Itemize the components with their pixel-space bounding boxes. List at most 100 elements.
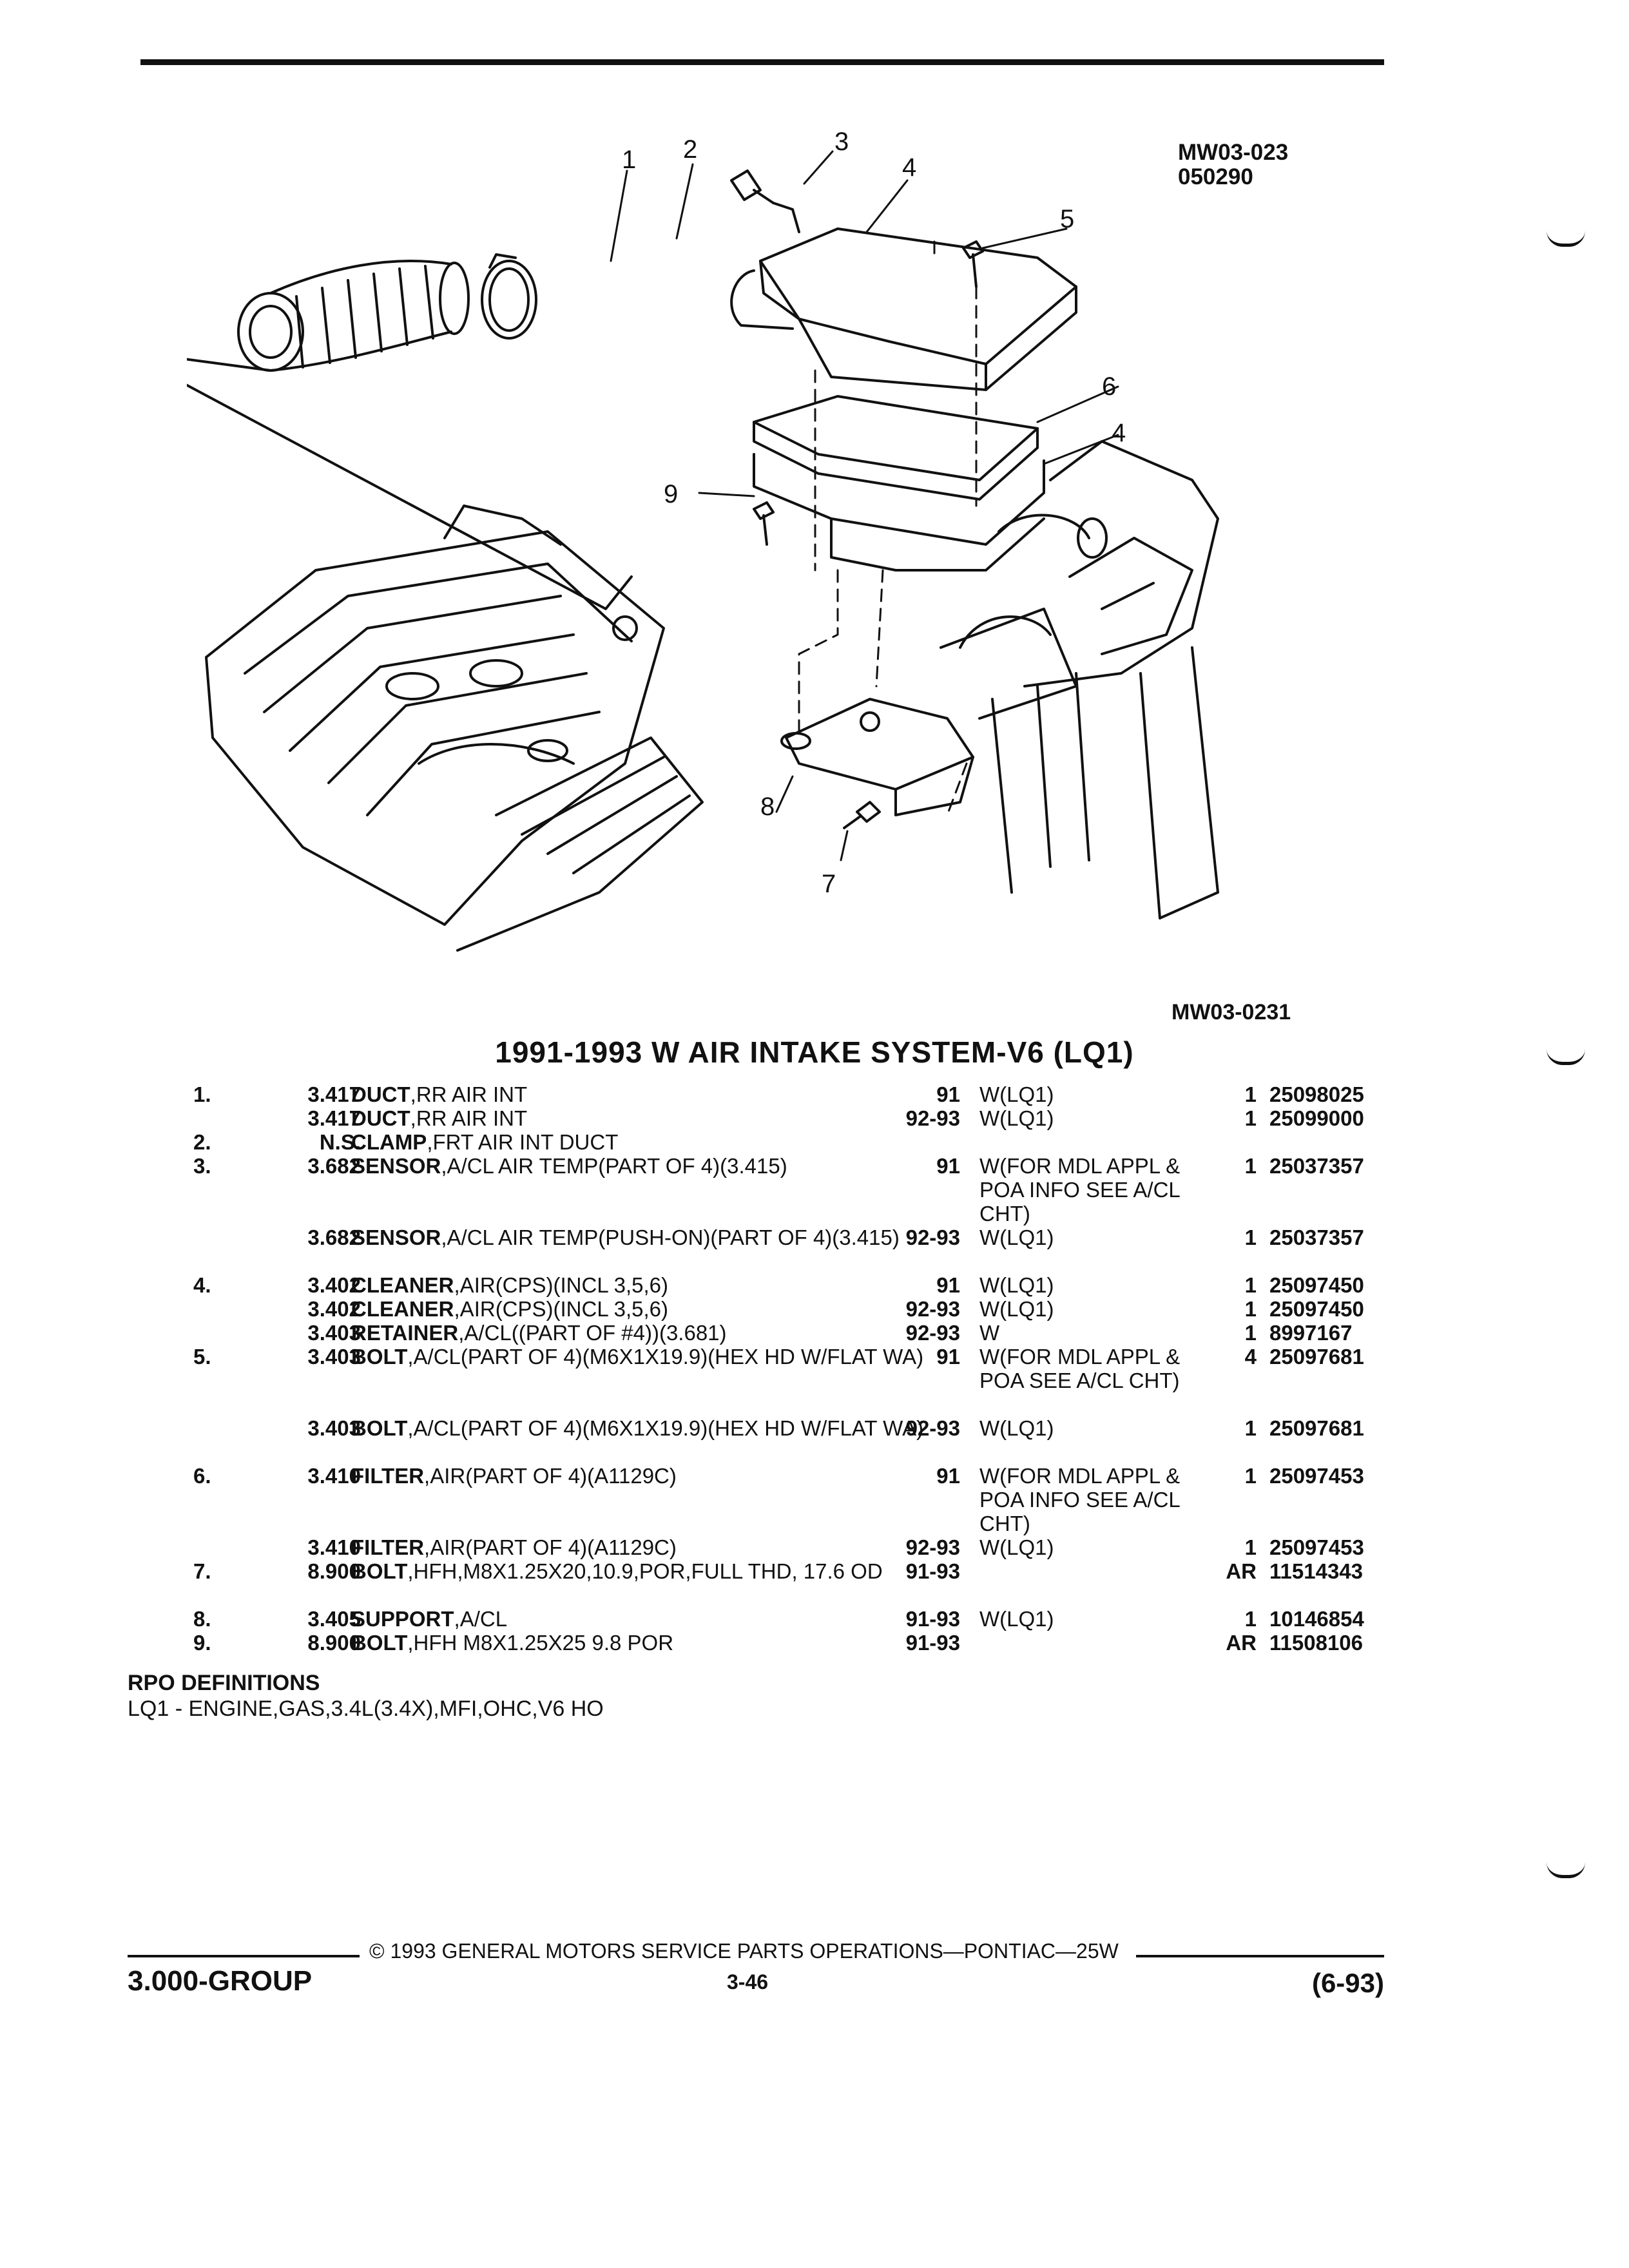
- model-years: 91: [936, 1082, 960, 1106]
- part-description: CLAMP,FRT AIR INT DUCT: [351, 1130, 1060, 1154]
- model-years: 91: [936, 1464, 960, 1488]
- item-number: 9.: [193, 1631, 211, 1655]
- part-detail: ,A/CL AIR TEMP(PUSH-ON)(PART OF 4)(3.415…: [441, 1225, 900, 1249]
- usage: W(LQ1): [979, 1297, 1054, 1321]
- usage: W(LQ1): [979, 1535, 1054, 1559]
- callout-4: 4: [902, 153, 916, 182]
- group-number: 3.405: [307, 1607, 361, 1631]
- binder-tab-mark: [1547, 1049, 1585, 1065]
- part-description: FILTER,AIR(PART OF 4)(A1129C): [351, 1464, 1060, 1488]
- part-number: 25037357: [1269, 1225, 1364, 1249]
- part-description: RETAINER,A/CL((PART OF #4))(3.681): [351, 1321, 1060, 1345]
- part-description: BOLT,HFH,M8X1.25X20,10.9,POR,FULL THD, 1…: [351, 1559, 1060, 1583]
- inlet-duct-drawing: [959, 440, 1219, 919]
- part-description: SENSOR,A/CL AIR TEMP(PART OF 4)(3.415): [351, 1154, 1060, 1178]
- footer-date: (6-93): [1311, 1968, 1384, 1998]
- group-number: 3.410: [307, 1464, 361, 1488]
- rpo-definitions: RPO DEFINITIONS LQ1 - ENGINE,GAS,3.4L(3.…: [128, 1670, 604, 1722]
- part-name: BOLT: [351, 1631, 408, 1655]
- rpo-heading: RPO DEFINITIONS: [128, 1671, 320, 1695]
- part-number: 25099000: [1269, 1106, 1364, 1130]
- part-number: 25097453: [1269, 1464, 1364, 1488]
- part-description: CLEANER,AIR(CPS)(INCL 3,5,6): [351, 1273, 1060, 1297]
- footer-copyright: © 1993 GENERAL MOTORS SERVICE PARTS OPER…: [369, 1939, 1119, 1963]
- part-detail: ,A/CL(PART OF 4)(M6X1X19.9)(HEX HD W/FLA…: [407, 1345, 924, 1369]
- footer-page-number: 3-46: [727, 1970, 769, 1994]
- callout-5: 5: [1060, 205, 1074, 233]
- model-years: 91: [936, 1154, 960, 1178]
- part-name: SENSOR: [351, 1154, 441, 1178]
- part-detail: ,RR AIR INT: [410, 1082, 528, 1106]
- usage: W(LQ1): [979, 1106, 1054, 1130]
- part-detail: ,A/CL: [454, 1607, 508, 1631]
- callout-1: 1: [622, 146, 636, 174]
- part-name: FILTER: [351, 1464, 425, 1488]
- item-number: 2.: [193, 1130, 211, 1154]
- model-years: 92-93: [905, 1225, 960, 1249]
- model-years: 92-93: [905, 1106, 960, 1130]
- part-description: DUCT,RR AIR INT: [351, 1106, 1060, 1130]
- part-detail: ,AIR(CPS)(INCL 3,5,6): [454, 1297, 669, 1321]
- quantity: 4: [1244, 1345, 1257, 1369]
- model-years: 91: [936, 1273, 960, 1297]
- group-number: 3.682: [307, 1225, 361, 1249]
- item-number: 8.: [193, 1607, 211, 1631]
- part-name: CLAMP: [351, 1130, 427, 1154]
- group-number: 3.402: [307, 1297, 361, 1321]
- rpo-line: LQ1 - ENGINE,GAS,3.4L(3.4X),MFI,OHC,V6 H…: [128, 1696, 604, 1721]
- part-name: FILTER: [351, 1535, 425, 1559]
- part-description: SUPPORT,A/CL: [351, 1607, 1060, 1631]
- part-number: 11508106: [1269, 1631, 1364, 1655]
- usage: W(LQ1): [979, 1416, 1054, 1440]
- part-number: 10146854: [1269, 1607, 1364, 1631]
- quantity: 1: [1244, 1416, 1257, 1440]
- part-description: BOLT,A/CL(PART OF 4)(M6X1X19.9)(HEX HD W…: [351, 1345, 1060, 1369]
- part-number: 11514343: [1269, 1559, 1364, 1583]
- part-detail: ,AIR(PART OF 4)(A1129C): [424, 1535, 677, 1559]
- item-number: 6.: [193, 1464, 211, 1488]
- part-detail: ,A/CL(PART OF 4)(M6X1X19.9)(HEX HD W/FLA…: [407, 1416, 924, 1440]
- quantity: 1: [1244, 1154, 1257, 1178]
- part-description: BOLT,A/CL(PART OF 4)(M6X1X19.9)(HEX HD W…: [351, 1416, 1060, 1440]
- part-description: FILTER,AIR(PART OF 4)(A1129C): [351, 1535, 1060, 1559]
- part-detail: ,RR AIR INT: [410, 1106, 528, 1130]
- item-number: 7.: [193, 1559, 211, 1583]
- part-name: BOLT: [351, 1559, 408, 1583]
- quantity: AR: [1226, 1631, 1257, 1655]
- exploded-parts-diagram: 1 2 3 4 5 6 4 9 8 7: [187, 128, 1219, 952]
- model-years: 91: [936, 1345, 960, 1369]
- intake-duct-drawing: [187, 260, 633, 610]
- model-years: 91-93: [905, 1631, 960, 1655]
- usage: W(LQ1): [979, 1273, 1054, 1297]
- model-years: 92-93: [905, 1321, 960, 1345]
- air-filter-drawing: [753, 395, 1039, 501]
- callout-7: 7: [822, 870, 836, 898]
- group-number: 3.403: [307, 1321, 361, 1345]
- quantity: 1: [1244, 1535, 1257, 1559]
- callout-9: 9: [664, 480, 678, 508]
- table-row: 2.N.S.CLAMP,FRT AIR INT DUCT: [180, 1130, 1392, 1154]
- model-years: 92-93: [905, 1535, 960, 1559]
- callout-4b: 4: [1112, 419, 1126, 447]
- group-number: 8.900: [307, 1631, 361, 1655]
- model-years: 92-93: [905, 1297, 960, 1321]
- part-description: DUCT,RR AIR INT: [351, 1082, 1060, 1106]
- group-number: 3.417: [307, 1082, 361, 1106]
- part-number: 25097681: [1269, 1345, 1364, 1369]
- part-name: RETAINER: [351, 1321, 459, 1345]
- part-name: SENSOR: [351, 1225, 441, 1249]
- air-cleaner-cover-drawing: [730, 227, 1077, 391]
- part-number: 25097450: [1269, 1273, 1364, 1297]
- quantity: 1: [1244, 1297, 1257, 1321]
- page-title: 1991-1993 W AIR INTAKE SYSTEM-V6 (LQ1): [495, 1035, 1134, 1069]
- part-number: 8997167: [1269, 1321, 1353, 1345]
